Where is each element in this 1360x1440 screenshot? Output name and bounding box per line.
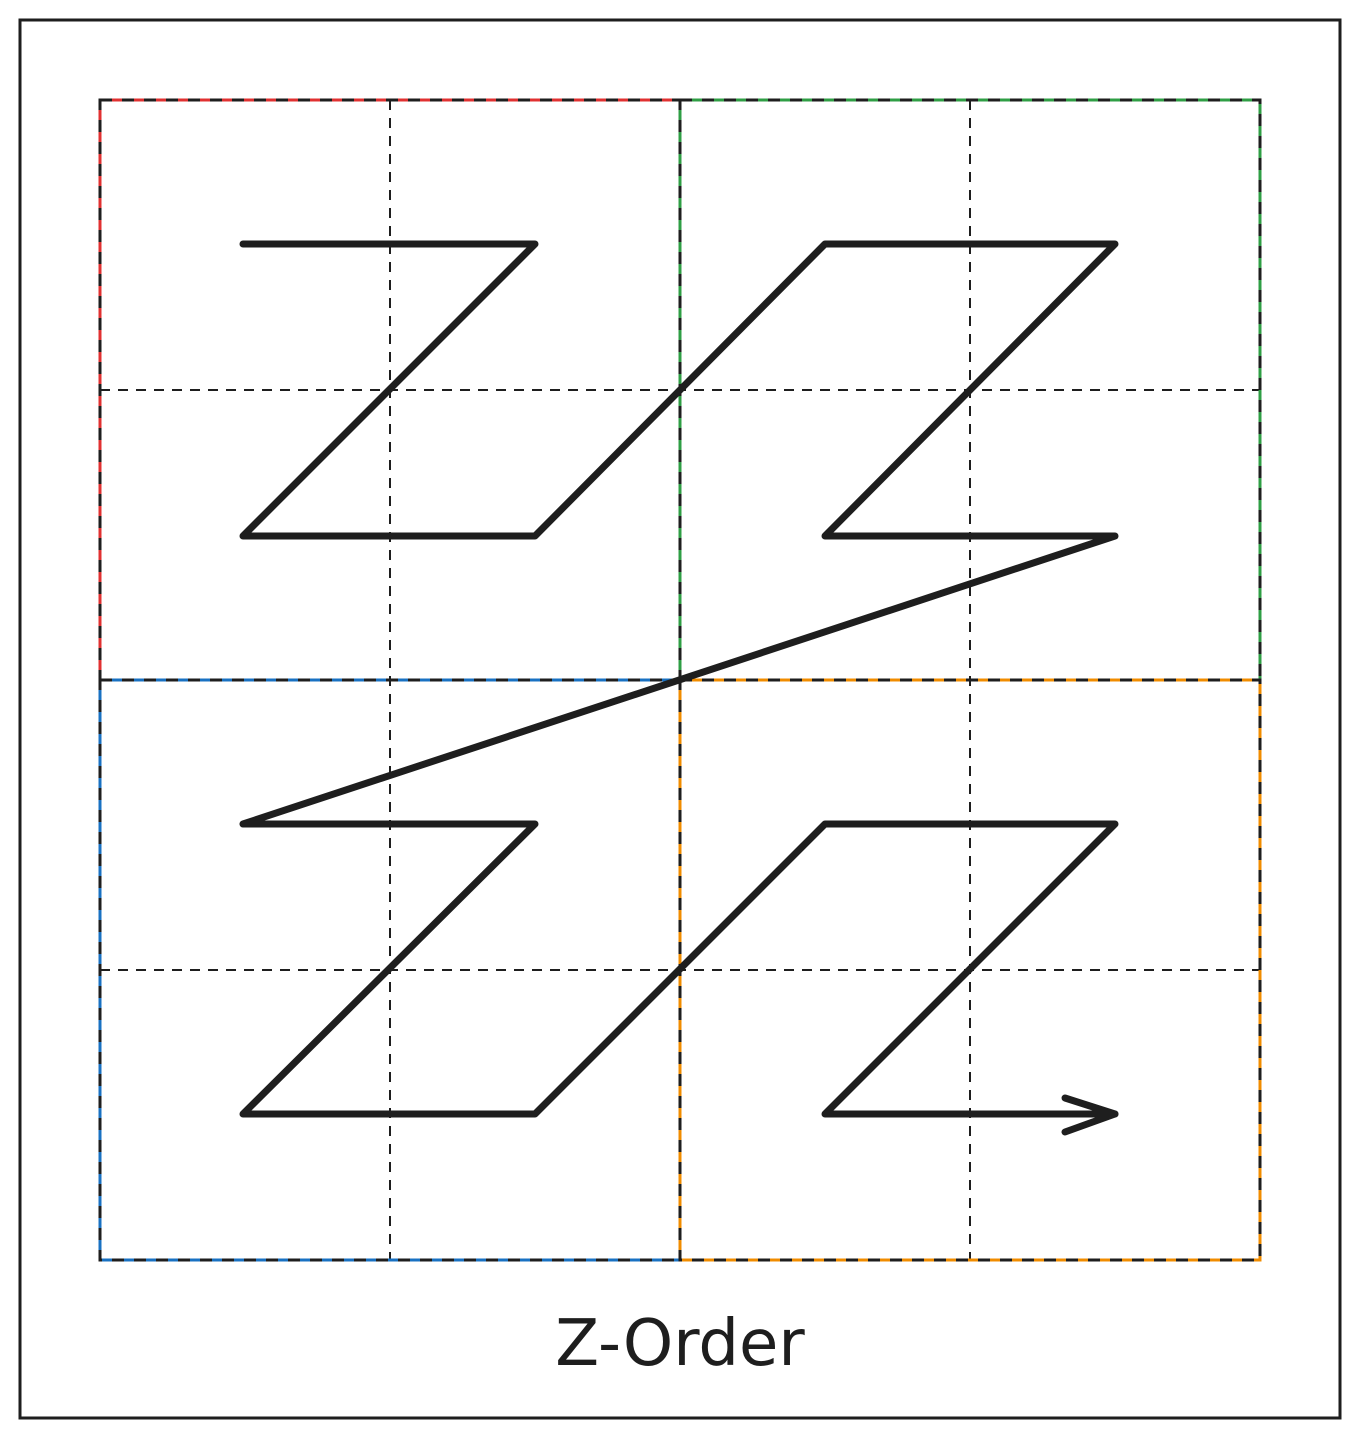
outer-frame bbox=[18, 18, 1342, 1420]
z-order-curve bbox=[239, 240, 1119, 1136]
curve-arrowhead bbox=[1061, 1094, 1119, 1136]
diagram-title: Z-Order bbox=[555, 1307, 805, 1381]
curve-path bbox=[239, 240, 1119, 1118]
